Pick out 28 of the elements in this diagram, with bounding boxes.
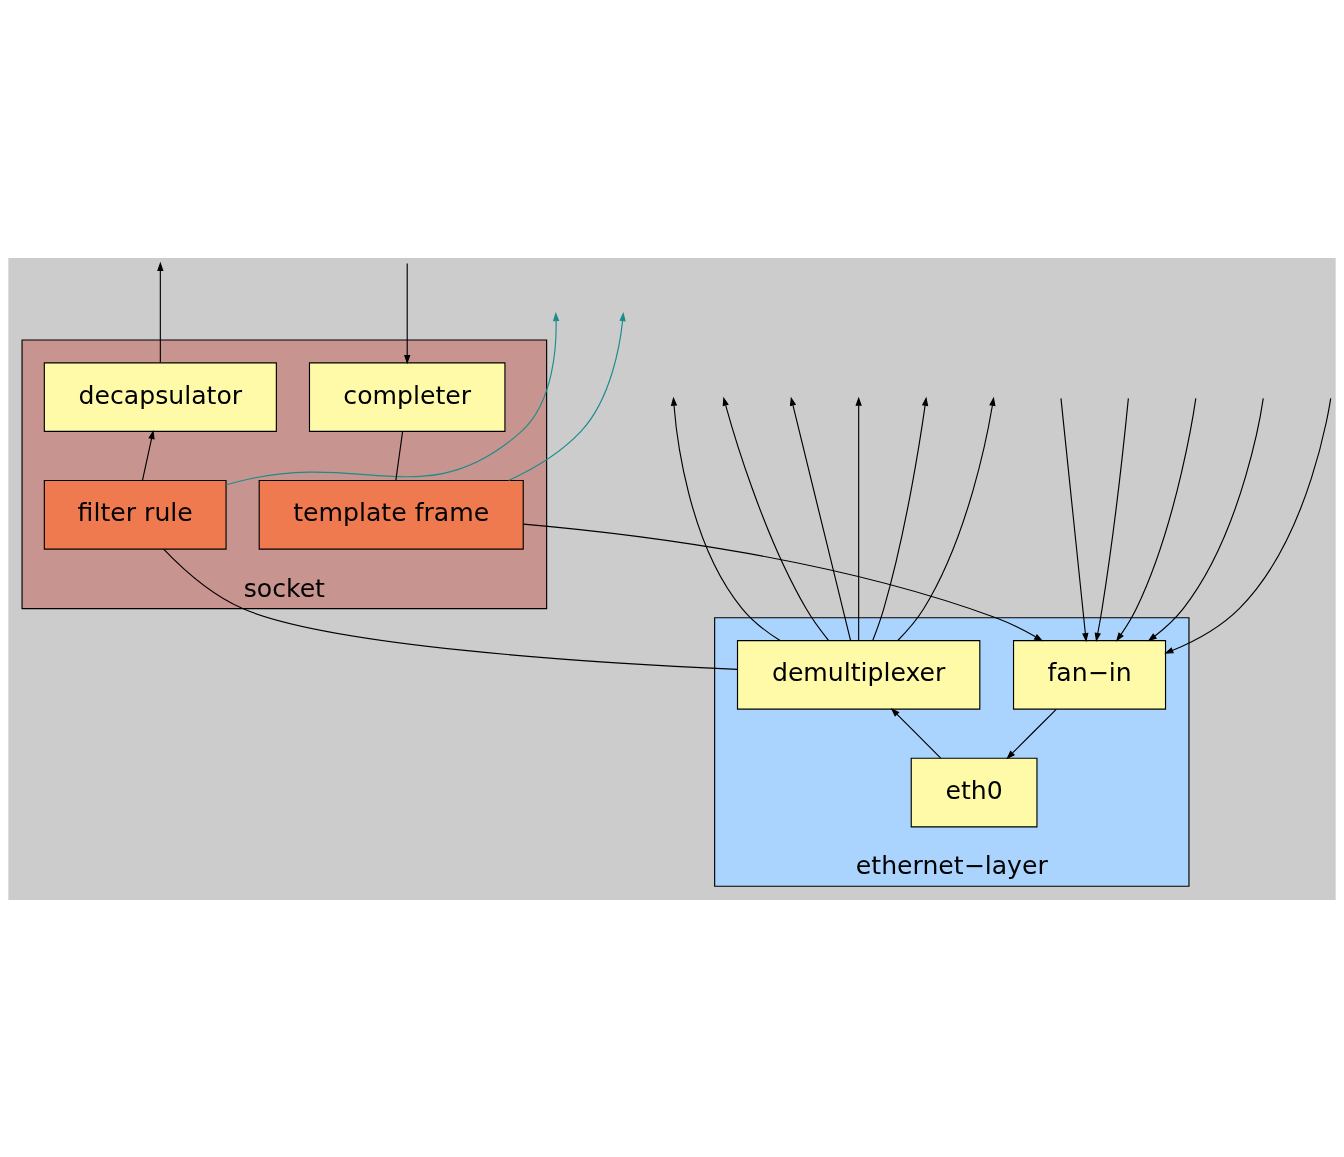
arrow bbox=[225, 311, 560, 485]
node-box: decapsulator bbox=[43, 361, 277, 432]
arrow bbox=[522, 523, 1044, 641]
arrow bbox=[157, 261, 164, 363]
arrow bbox=[890, 707, 942, 759]
connector bbox=[395, 430, 404, 481]
arrow bbox=[1164, 397, 1332, 654]
arrow bbox=[1060, 397, 1089, 642]
arrow bbox=[872, 396, 929, 641]
arrow bbox=[722, 396, 830, 641]
arrow bbox=[508, 311, 626, 481]
node-box: demultiplexer bbox=[736, 639, 981, 710]
node-box: completer bbox=[308, 361, 506, 432]
arrow bbox=[789, 396, 852, 641]
arrow bbox=[1147, 397, 1264, 641]
node-box: template frame bbox=[258, 479, 524, 550]
arrow bbox=[404, 262, 411, 364]
arrow bbox=[1094, 397, 1129, 642]
arrow bbox=[1006, 708, 1057, 759]
node-box: filter rule bbox=[43, 479, 227, 550]
arrow bbox=[897, 396, 996, 641]
node-box: eth0 bbox=[910, 757, 1038, 827]
arrow bbox=[1115, 397, 1197, 642]
arrow bbox=[855, 396, 862, 641]
arrow bbox=[141, 429, 155, 481]
connector bbox=[163, 548, 738, 670]
arrow bbox=[670, 396, 781, 641]
node-box: fan−in bbox=[1012, 639, 1167, 710]
